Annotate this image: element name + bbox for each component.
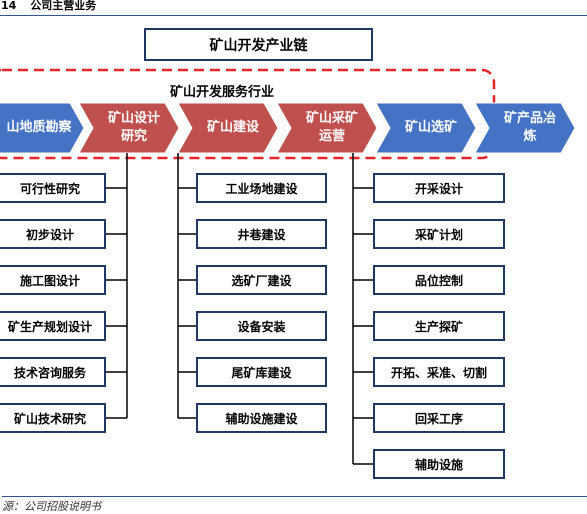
source-note: 源：公司招股说明书 (2, 496, 587, 514)
col1-box-5: 矿山技术研究 (0, 403, 106, 433)
chain-arrow-label-2: 矿山建设 (206, 120, 259, 135)
chain-arrow-4 (375, 102, 477, 154)
chain-arrow-label-4: 矿山选矿 (404, 120, 457, 135)
col3-box-4: 开拓、采准、切割 (373, 357, 505, 387)
chain-arrow-0 (0, 102, 85, 154)
col3-box-6: 辅助设施 (373, 449, 505, 479)
chain-arrow-label-5: 矿产品冶 炼 (503, 111, 556, 144)
chain-arrow-5 (474, 102, 576, 154)
industry-chain-box: 矿山开发产业链 (144, 28, 373, 61)
chain-arrow-2 (177, 102, 279, 154)
col1-box-1: 初步设计 (0, 219, 106, 249)
figure-title: 14 公司主营业务 (0, 0, 587, 16)
col2-box-1: 井巷建设 (196, 219, 327, 249)
col3-box-2: 品位控制 (373, 265, 505, 295)
figure-number: 14 (1, 0, 17, 12)
col2-box-2: 选矿厂建设 (196, 265, 327, 295)
col3-box-5: 回采工序 (373, 403, 505, 433)
industry-chain-label: 矿山开发产业链 (209, 37, 308, 54)
col2-box-3: 设备安装 (196, 311, 327, 341)
chain-arrow-label-0: 山地质勘察 (6, 120, 72, 135)
col1-box-2: 施工图设计 (0, 265, 106, 295)
col1-box-4: 技术咨询服务 (0, 357, 106, 387)
connector-lines (106, 153, 373, 465)
col1-box-3: 矿生产规划设计 (0, 311, 106, 341)
chain-arrow-3 (276, 102, 378, 154)
col3-box-3: 生产探矿 (373, 311, 505, 341)
chain-arrow-label-1: 矿山设计 研究 (107, 111, 160, 144)
chain-arrow-label-3: 矿山采矿 运营 (305, 111, 358, 144)
col1-box-0: 可行性研究 (0, 173, 106, 203)
col2-box-0: 工业场地建设 (196, 173, 327, 203)
col2-box-5: 辅助设施建设 (196, 403, 327, 433)
chain-arrows (0, 102, 576, 154)
service-industry-label: 矿山开发服务行业 (170, 85, 275, 100)
col2-box-4: 尾矿库建设 (196, 357, 327, 387)
col3-box-0: 开采设计 (373, 173, 505, 203)
chain-arrow-1 (78, 102, 180, 154)
col3-box-1: 采矿计划 (373, 219, 505, 249)
figure-title-text: 公司主营业务 (30, 0, 97, 12)
